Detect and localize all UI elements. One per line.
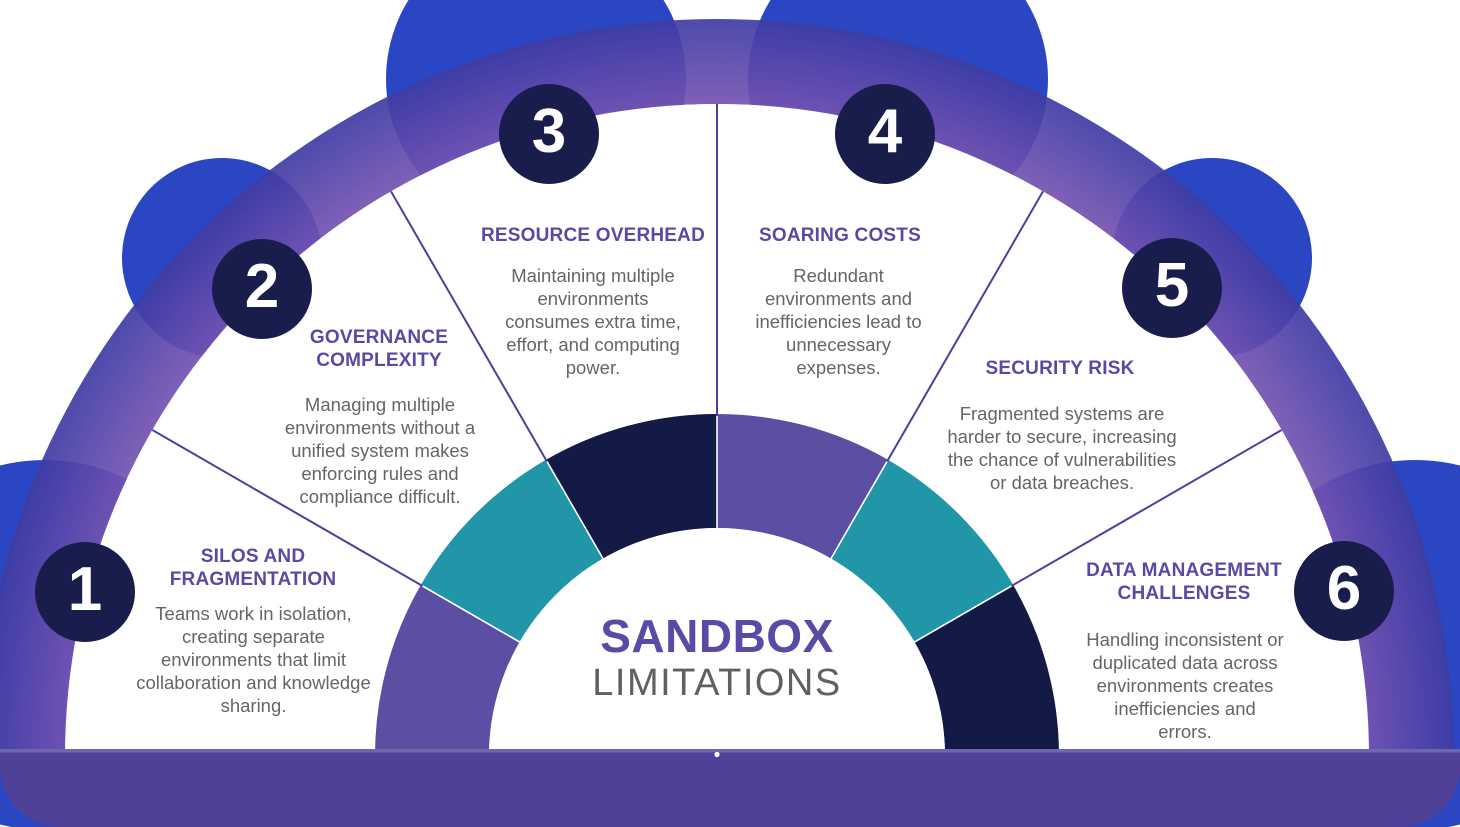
divider-60 bbox=[886, 190, 1044, 463]
outer-band bbox=[0, 19, 1454, 756]
segment-6-heading: DATA MANAGEMENT CHALLENGES bbox=[1086, 560, 1282, 604]
step-5-number: 5 bbox=[1154, 251, 1190, 320]
segment-5-body: Fragmented systems are harder to secure,… bbox=[947, 403, 1177, 493]
divider-150 bbox=[151, 429, 424, 587]
step-4-number: 4 bbox=[867, 97, 903, 166]
step-6-number: 6 bbox=[1326, 554, 1362, 623]
segment-4-heading: SOARING COSTS bbox=[758, 225, 921, 246]
main-title-secondary: LIMITATIONS bbox=[592, 662, 842, 705]
step-6-badge: 6 bbox=[1294, 541, 1394, 641]
center-base-dot bbox=[714, 751, 720, 758]
ring-segment-4 bbox=[717, 414, 888, 559]
ring-segment-5 bbox=[831, 459, 1014, 642]
ring-separators bbox=[420, 414, 1014, 643]
step-2-number: 2 bbox=[244, 252, 280, 321]
main-title-primary: SANDBOX bbox=[600, 610, 834, 662]
step-3-number: 3 bbox=[531, 97, 567, 166]
segment-2-heading: GOVERNANCE COMPLEXITY bbox=[309, 327, 449, 371]
step-3-badge: 3 bbox=[499, 84, 599, 184]
divider-30 bbox=[1010, 429, 1283, 587]
segment-5-heading: SECURITY RISK bbox=[985, 358, 1135, 379]
segment-2-body: Managing multiple environments without a… bbox=[284, 394, 476, 507]
segment-3-heading: RESOURCE OVERHEAD bbox=[480, 225, 706, 246]
ring-segment-1 bbox=[375, 585, 520, 756]
step-5-badge: 5 bbox=[1122, 238, 1222, 338]
segment-4-body: Redundant environments and inefficiencie… bbox=[755, 265, 922, 378]
center-title: SANDBOX LIMITATIONS bbox=[517, 612, 917, 705]
bottom-bar bbox=[0, 752, 1460, 827]
segment-1-heading: SILOS AND FRAGMENTATION bbox=[169, 546, 337, 590]
segment-3-body: Maintaining multiple environments consum… bbox=[505, 265, 681, 378]
step-2-badge: 2 bbox=[212, 239, 312, 339]
step-1-number: 1 bbox=[67, 555, 103, 624]
divider-120 bbox=[390, 190, 548, 463]
step-1-badge: 1 bbox=[35, 542, 135, 642]
wedge-dividers bbox=[151, 104, 1283, 587]
segment-1-body: Teams work in isolation, creating separa… bbox=[136, 603, 371, 716]
bottom-bar-top-stripe bbox=[0, 749, 1460, 753]
center-dome bbox=[489, 528, 945, 756]
segment-6-body: Handling inconsistent or duplicated data… bbox=[1086, 629, 1284, 742]
ring-segment-6 bbox=[914, 585, 1060, 756]
ring-segment-2 bbox=[420, 459, 603, 642]
ring-segment-3 bbox=[546, 414, 717, 559]
step-4-badge: 4 bbox=[835, 84, 935, 184]
